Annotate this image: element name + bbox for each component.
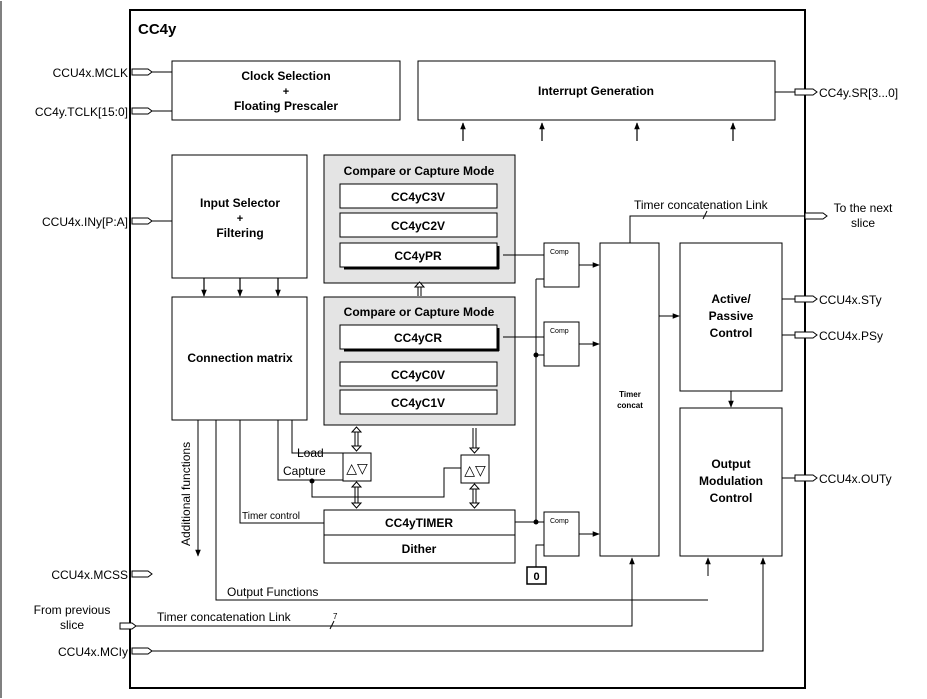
label-capture: Capture xyxy=(283,464,326,478)
clock-selection-line1: Clock Selection xyxy=(241,69,330,83)
pin-prev-slice xyxy=(119,622,137,630)
cc4y-outer-box xyxy=(129,9,806,689)
register-cc4ypr-label: CC4yPR xyxy=(394,249,442,263)
label-additional-functions: Additional functions xyxy=(179,442,193,546)
pin-connectors xyxy=(119,68,828,655)
clock-selection-line2: + xyxy=(283,86,289,98)
timer-concat-line1: Timer xyxy=(619,390,641,399)
compare-capture-top-title: Compare or Capture Mode xyxy=(344,164,495,178)
register-cc4yc3v xyxy=(339,183,498,209)
pin-mclk xyxy=(131,68,153,76)
timer-concat-box xyxy=(599,242,660,557)
dither-label: Dither xyxy=(402,542,437,556)
pin-outy xyxy=(794,474,818,482)
register-cc4yc0v-label: CC4yC0V xyxy=(391,368,445,382)
input-selector-line3: Filtering xyxy=(216,226,263,240)
capture-mux-right xyxy=(460,454,490,484)
pin-mcss xyxy=(131,570,153,578)
active-passive-line1: Active/ xyxy=(711,292,751,306)
zero-constant-label: 0 xyxy=(533,571,539,583)
pin-tclk xyxy=(131,107,153,115)
register-cc4yc1v-label: CC4yC1V xyxy=(391,396,445,410)
signal-mciy: CCU4x.MCIy xyxy=(58,645,128,659)
register-cc4ycr-label: CC4yCR xyxy=(394,331,442,345)
register-cc4yc2v-label: CC4yC2V xyxy=(391,219,445,233)
junction-dots xyxy=(309,352,539,525)
register-cc4yc0v xyxy=(339,361,498,387)
comp-block-1-label: Comp xyxy=(550,249,569,256)
slice-title: CC4y xyxy=(138,21,177,38)
output-modulation-line2: Modulation xyxy=(699,474,763,488)
signal-next-line1: To the next xyxy=(834,201,893,215)
pin-psy xyxy=(794,331,818,339)
register-cc4yc2v xyxy=(339,212,498,238)
comp-block-2-label: Comp xyxy=(550,328,569,335)
label-bus-width: 7 xyxy=(333,612,338,621)
arrowed-wires xyxy=(195,262,766,576)
signal-prev-line1: From previous xyxy=(34,603,111,617)
signal-psy: CCU4x.PSy xyxy=(819,329,883,343)
output-modulation-line3: Control xyxy=(710,491,753,505)
wires xyxy=(135,71,823,652)
interrupt-generation-label: Interrupt Generation xyxy=(538,84,654,98)
pin-next-slice xyxy=(804,212,828,220)
connection-matrix-box xyxy=(171,296,308,421)
signal-prev-line2: slice xyxy=(60,618,84,632)
active-passive-line3: Control xyxy=(710,326,753,340)
clock-selection-line3: Floating Prescaler xyxy=(234,99,338,113)
signal-sty: CCU4x.STy xyxy=(819,293,882,307)
comp-block-2 xyxy=(543,321,580,367)
output-modulation-line1: Output xyxy=(711,457,750,471)
signal-sr: CC4y.SR[3...0] xyxy=(819,86,898,100)
input-selector-line2: + xyxy=(237,213,243,225)
active-passive-line2: Passive xyxy=(709,309,754,323)
load-capture-mux-symbol: △▽ xyxy=(346,460,368,476)
comp-block-3-label: Comp xyxy=(550,518,569,525)
register-cc4yc3v-label: CC4yC3V xyxy=(391,190,445,204)
label-tcl-top: Timer concatenation Link xyxy=(634,198,769,212)
label-load: Load xyxy=(297,446,324,460)
signal-mclk: CCU4x.MCLK xyxy=(53,66,128,80)
compare-link-arrow xyxy=(413,281,426,296)
label-timer-control: Timer control xyxy=(242,511,300,522)
register-bus-arrows xyxy=(350,426,481,509)
pin-sty xyxy=(794,295,818,303)
compare-capture-bottom-title: Compare or Capture Mode xyxy=(344,305,495,319)
active-passive-control-box xyxy=(679,242,783,392)
output-modulation-control-box xyxy=(679,407,783,557)
register-cc4yc1v xyxy=(339,389,498,415)
pin-iny xyxy=(131,217,153,225)
interrupt-arrows xyxy=(460,122,736,141)
label-tcl-bottom: Timer concatenation Link xyxy=(157,610,292,624)
connection-matrix-label: Connection matrix xyxy=(187,351,293,365)
pin-mciy xyxy=(131,647,153,655)
comp-block-3 xyxy=(543,511,580,557)
signal-mcss: CCU4x.MCSS xyxy=(51,568,128,582)
timer-concat-line2: concat xyxy=(617,401,643,410)
label-output-functions: Output Functions xyxy=(227,585,318,599)
pin-sr xyxy=(794,88,818,96)
register-cc4ypr xyxy=(339,242,498,268)
signal-outy: CCU4x.OUTy xyxy=(819,472,892,486)
register-cc4ycr xyxy=(339,324,498,350)
selector-to-matrix-arrows xyxy=(201,278,281,297)
timer-label: CC4yTIMER xyxy=(385,516,453,530)
capture-mux-right-symbol: △▽ xyxy=(464,462,486,478)
input-selector-line1: Input Selector xyxy=(200,196,280,210)
signal-tclk: CC4y.TCLK[15:0] xyxy=(35,105,128,119)
load-capture-mux xyxy=(342,452,372,482)
input-selector-box xyxy=(171,154,308,279)
clock-selection-box xyxy=(171,60,401,121)
signal-next-line2: slice xyxy=(851,216,875,230)
interrupt-generation-box xyxy=(417,60,776,121)
dither-box xyxy=(323,534,516,564)
comp-block-1 xyxy=(543,242,580,288)
signal-iny: CCU4x.INy[P:A] xyxy=(42,215,128,229)
